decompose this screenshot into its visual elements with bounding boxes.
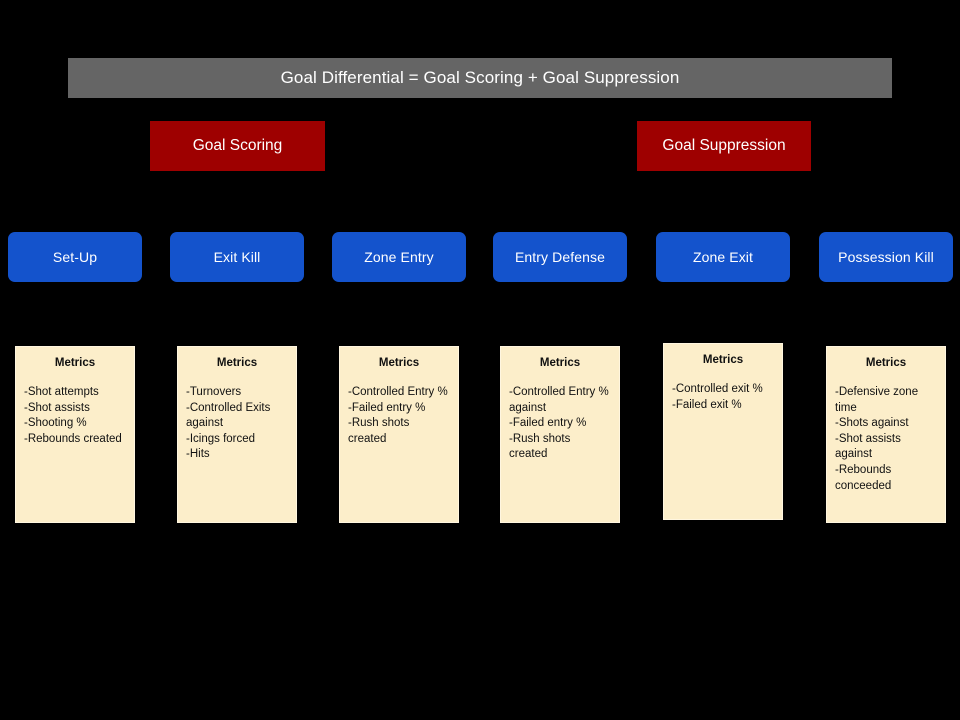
metrics-card-possession-kill: Metrics -Defensive zone time -Shots agai… [826, 346, 946, 523]
metrics-card-set-up: Metrics -Shot attempts -Shot assists -Sh… [15, 346, 135, 523]
metrics-card-items: -Controlled exit % -Failed exit % [672, 383, 763, 411]
category-label: Set-Up [52, 249, 98, 265]
pillar-box-goal-suppression[interactable]: Goal Suppression [637, 121, 811, 171]
category-box-zone-entry[interactable]: Zone Entry [332, 232, 466, 282]
category-label: Exit Kill [213, 249, 261, 265]
metrics-card-title: Metrics [702, 354, 744, 366]
metrics-card-title: Metrics [216, 357, 258, 369]
metrics-card-title: Metrics [539, 357, 581, 369]
metrics-card-items: -Turnovers -Controlled Exits against -Ic… [186, 386, 271, 461]
metrics-card-items: -Controlled Entry % against -Failed entr… [509, 386, 609, 461]
metrics-card-items: -Shot attempts -Shot assists -Shooting %… [24, 386, 122, 445]
pillar-label: Goal Suppression [662, 137, 786, 154]
metrics-card-entry-defense: Metrics -Controlled Entry % against -Fai… [500, 346, 620, 523]
category-box-exit-kill[interactable]: Exit Kill [170, 232, 304, 282]
category-box-zone-exit[interactable]: Zone Exit [656, 232, 790, 282]
header-banner: Goal Differential = Goal Scoring + Goal … [68, 58, 892, 98]
metrics-card-title: Metrics [865, 357, 907, 369]
category-label: Zone Entry [364, 249, 434, 265]
category-box-possession-kill[interactable]: Possession Kill [819, 232, 953, 282]
metrics-card-exit-kill: Metrics -Turnovers -Controlled Exits aga… [177, 346, 297, 523]
category-box-entry-defense[interactable]: Entry Defense [493, 232, 627, 282]
metrics-card-title: Metrics [378, 357, 420, 369]
category-box-set-up[interactable]: Set-Up [8, 232, 142, 282]
category-label: Possession Kill [838, 249, 934, 265]
pillar-label: Goal Scoring [192, 137, 283, 154]
metrics-card-title: Metrics [54, 357, 96, 369]
metrics-card-zone-exit: Metrics -Controlled exit % -Failed exit … [663, 343, 783, 520]
metrics-card-items: -Controlled Entry % -Failed entry % -Rus… [348, 386, 448, 445]
pillar-box-goal-scoring[interactable]: Goal Scoring [150, 121, 325, 171]
metrics-card-items: -Defensive zone time -Shots against -Sho… [835, 386, 919, 492]
metrics-card-zone-entry: Metrics -Controlled Entry % -Failed entr… [339, 346, 459, 523]
category-label: Zone Exit [692, 249, 754, 265]
header-title: Goal Differential = Goal Scoring + Goal … [280, 68, 680, 87]
category-label: Entry Defense [514, 249, 605, 265]
